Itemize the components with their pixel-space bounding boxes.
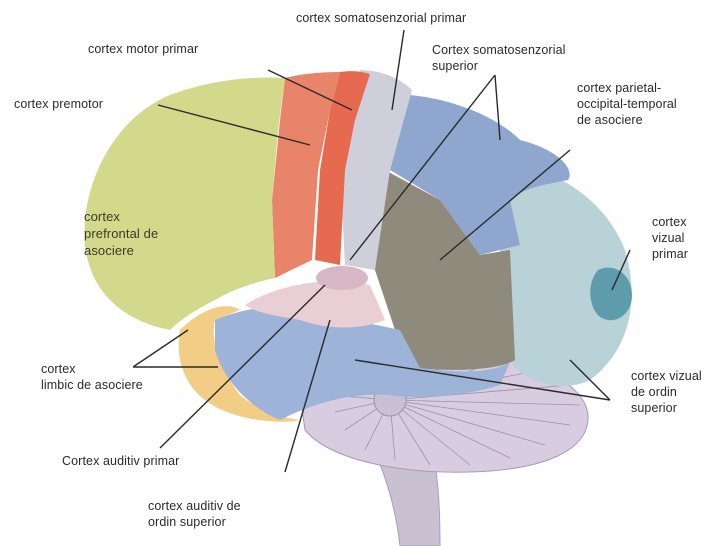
label-somatosensory-superior: Cortex somatosenzorial superior	[432, 42, 566, 74]
label-visual-primary: cortex vizual primar	[652, 214, 688, 262]
region-prefrontal	[84, 78, 285, 330]
label-parietal-association: cortex parietal- occipital-temporal de a…	[577, 80, 677, 128]
label-prefrontal-association: cortex prefrontal de asociere	[84, 208, 158, 259]
label-limbic-association: cortex limbic de asociere	[41, 361, 143, 393]
label-motor-primary: cortex motor primar	[88, 41, 198, 57]
label-premotor: cortex premotor	[14, 96, 103, 112]
label-auditory-higher: cortex auditiv de ordin superior	[148, 498, 241, 530]
label-auditory-primary: Cortex auditiv primar	[62, 453, 179, 469]
label-somatosensory-primary: cortex somatosenzorial primar	[296, 10, 466, 26]
label-visual-higher: cortex vizual de ordin superior	[631, 368, 702, 416]
